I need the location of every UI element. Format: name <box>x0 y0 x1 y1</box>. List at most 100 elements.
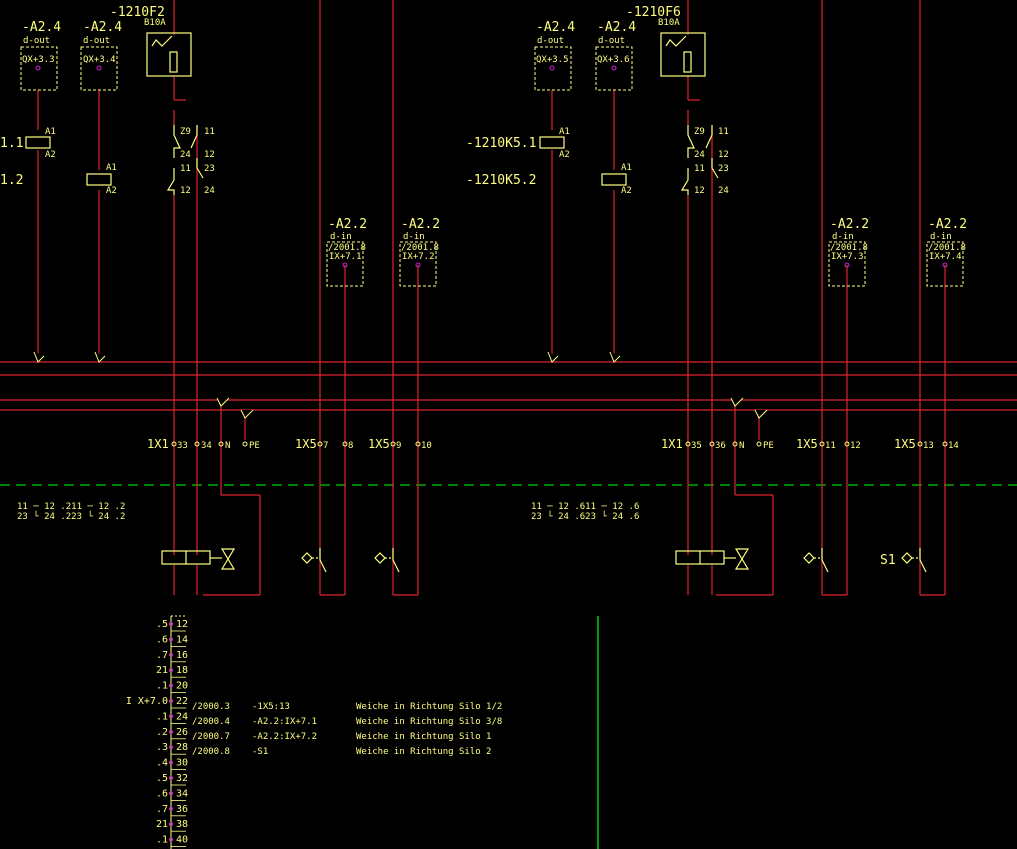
svg-text:/2001.8: /2001.8 <box>328 243 366 253</box>
svg-text:12: 12 <box>850 441 861 451</box>
terminal-number: 36 <box>176 804 188 815</box>
dest-desc-3: Weiche in Richtung Silo 1 <box>356 732 491 742</box>
svg-text:1X5: 1X5 <box>894 437 916 451</box>
svg-text:d-out: d-out <box>537 36 564 46</box>
label-a22-1: -A2.2 <box>328 217 367 232</box>
relay-coils[interactable] <box>25 136 627 186</box>
svg-text:23 └ 24 .623 └ 24 .6: 23 └ 24 .623 └ 24 .6 <box>531 510 639 522</box>
svg-text:1X5: 1X5 <box>368 437 390 451</box>
terminal-left-ref: .5 <box>156 619 168 630</box>
svg-text:A2: A2 <box>106 186 117 196</box>
terminal-left-ref: .1 <box>156 681 168 692</box>
terminal-number: 22 <box>176 696 188 707</box>
terminal-number: 40 <box>176 835 188 846</box>
terminal-left-ref: .3 <box>156 742 168 753</box>
svg-text:B10A: B10A <box>144 18 166 28</box>
dest-ref-1: /2000.3 <box>192 702 230 712</box>
svg-text:9: 9 <box>396 441 401 451</box>
svg-text:23: 23 <box>204 164 215 174</box>
svg-text:IX+7.1: IX+7.1 <box>329 252 362 262</box>
svg-text:1X5: 1X5 <box>796 437 818 451</box>
svg-text:N: N <box>225 441 230 451</box>
label-a24-2: -A2.4 <box>83 20 122 35</box>
svg-text:A2: A2 <box>621 186 632 196</box>
terminal-left-ref: .2 <box>156 727 168 738</box>
svg-text:QX+3.4: QX+3.4 <box>83 55 116 65</box>
svg-text:A1: A1 <box>559 127 570 137</box>
svg-text:11 ─ 12 .211 ─ 12 .2: 11 ─ 12 .211 ─ 12 .2 <box>17 502 125 512</box>
terminal-left-ref: .7 <box>156 804 168 815</box>
terminal-numbers: 33 34 N PE 7 8 9 10 35 36 N PE 11 12 13 … <box>177 441 959 451</box>
breaker-f6[interactable] <box>660 32 706 77</box>
svg-text:11: 11 <box>694 164 705 174</box>
label-a22-2: -A2.2 <box>401 217 440 232</box>
terminal-pin-marker <box>168 806 174 811</box>
svg-text:1X1: 1X1 <box>661 437 683 451</box>
svg-text:d-out: d-out <box>83 36 110 46</box>
terminal-number: 38 <box>176 819 188 830</box>
terminal-number: 24 <box>176 711 188 722</box>
terminal-pin-marker <box>168 837 174 842</box>
terminal-number: 26 <box>176 727 188 738</box>
svg-text:11: 11 <box>825 441 836 451</box>
dest-ref-3: /2000.7 <box>192 732 230 742</box>
sensor-switches[interactable] <box>301 548 927 573</box>
terminal-pin-marker <box>168 775 174 781</box>
svg-text:PE: PE <box>763 441 774 451</box>
terminal-number: 14 <box>176 634 188 645</box>
relay-contacts <box>166 125 719 195</box>
svg-text:11: 11 <box>204 127 215 137</box>
terminal-pin-marker <box>168 745 174 750</box>
svg-text:12: 12 <box>180 186 191 196</box>
svg-text:23 └ 24 .223 └ 24 .2: 23 └ 24 .223 └ 24 .2 <box>17 510 125 522</box>
svg-text:d-in: d-in <box>403 232 425 242</box>
svg-text:24: 24 <box>204 186 215 196</box>
svg-text:d-in: d-in <box>930 232 952 242</box>
terminal-pin-marker <box>168 791 174 796</box>
label-a24-3: -A2.4 <box>536 20 575 35</box>
terminal-pin-marker <box>168 683 174 688</box>
label-a22-4: -A2.2 <box>928 217 967 232</box>
svg-text:24: 24 <box>718 186 729 196</box>
dest-desc-1: Weiche in Richtung Silo 1/2 <box>356 702 502 712</box>
svg-text:Z9: Z9 <box>180 127 191 137</box>
terminal-left-ref: .7 <box>156 650 168 661</box>
dest-desc-4: Weiche in Richtung Silo 2 <box>356 747 491 757</box>
dest-target-4: -S1 <box>252 747 268 757</box>
bus-ticks <box>33 351 768 419</box>
svg-text:12: 12 <box>204 150 215 160</box>
label-s1: S1 <box>880 553 896 568</box>
terminal-number: 12 <box>176 619 188 630</box>
terminal-number: 32 <box>176 773 188 784</box>
svg-text:1X1: 1X1 <box>147 437 169 451</box>
terminal-circles <box>171 441 948 447</box>
label-k52: -1210K5.2 <box>466 173 536 188</box>
terminal-pin-marker <box>168 760 174 765</box>
vertical-wires <box>37 0 946 596</box>
label-a22-3: -A2.2 <box>830 217 869 232</box>
svg-text:23: 23 <box>718 164 729 174</box>
svg-text:/2001.8: /2001.8 <box>830 243 868 253</box>
terminal-number: 28 <box>176 742 188 753</box>
svg-text:d-out: d-out <box>23 36 50 46</box>
svg-text:A1: A1 <box>621 163 632 173</box>
dest-ref-2: /2000.4 <box>192 717 230 727</box>
breaker-f2[interactable] <box>146 32 192 77</box>
plc-input-boxes <box>326 241 964 287</box>
solenoid-valves[interactable] <box>161 548 750 570</box>
terminal-left-ref: 21 <box>156 665 168 676</box>
dest-desc-2: Weiche in Richtung Silo 3/8 <box>356 717 502 727</box>
dest-target-1: -1X5:13 <box>252 702 290 712</box>
label-f2: -1210F2 <box>110 5 165 20</box>
terminal-pin-marker <box>168 714 174 719</box>
svg-text:12: 12 <box>694 186 705 196</box>
svg-text:d-in: d-in <box>832 232 854 242</box>
contact-cross-references: 11 ─ 12 .211 ─ 12 .2 23 └ 24 .223 └ 24 .… <box>17 502 639 522</box>
terminal-pin-marker <box>168 621 174 627</box>
label-k11: 1.1 <box>0 136 23 151</box>
terminal-number: 20 <box>176 681 188 692</box>
terminal-left-ref: I X+7.0 <box>126 696 168 707</box>
svg-text:24: 24 <box>694 150 705 160</box>
svg-text:IX+7.2: IX+7.2 <box>402 252 435 262</box>
